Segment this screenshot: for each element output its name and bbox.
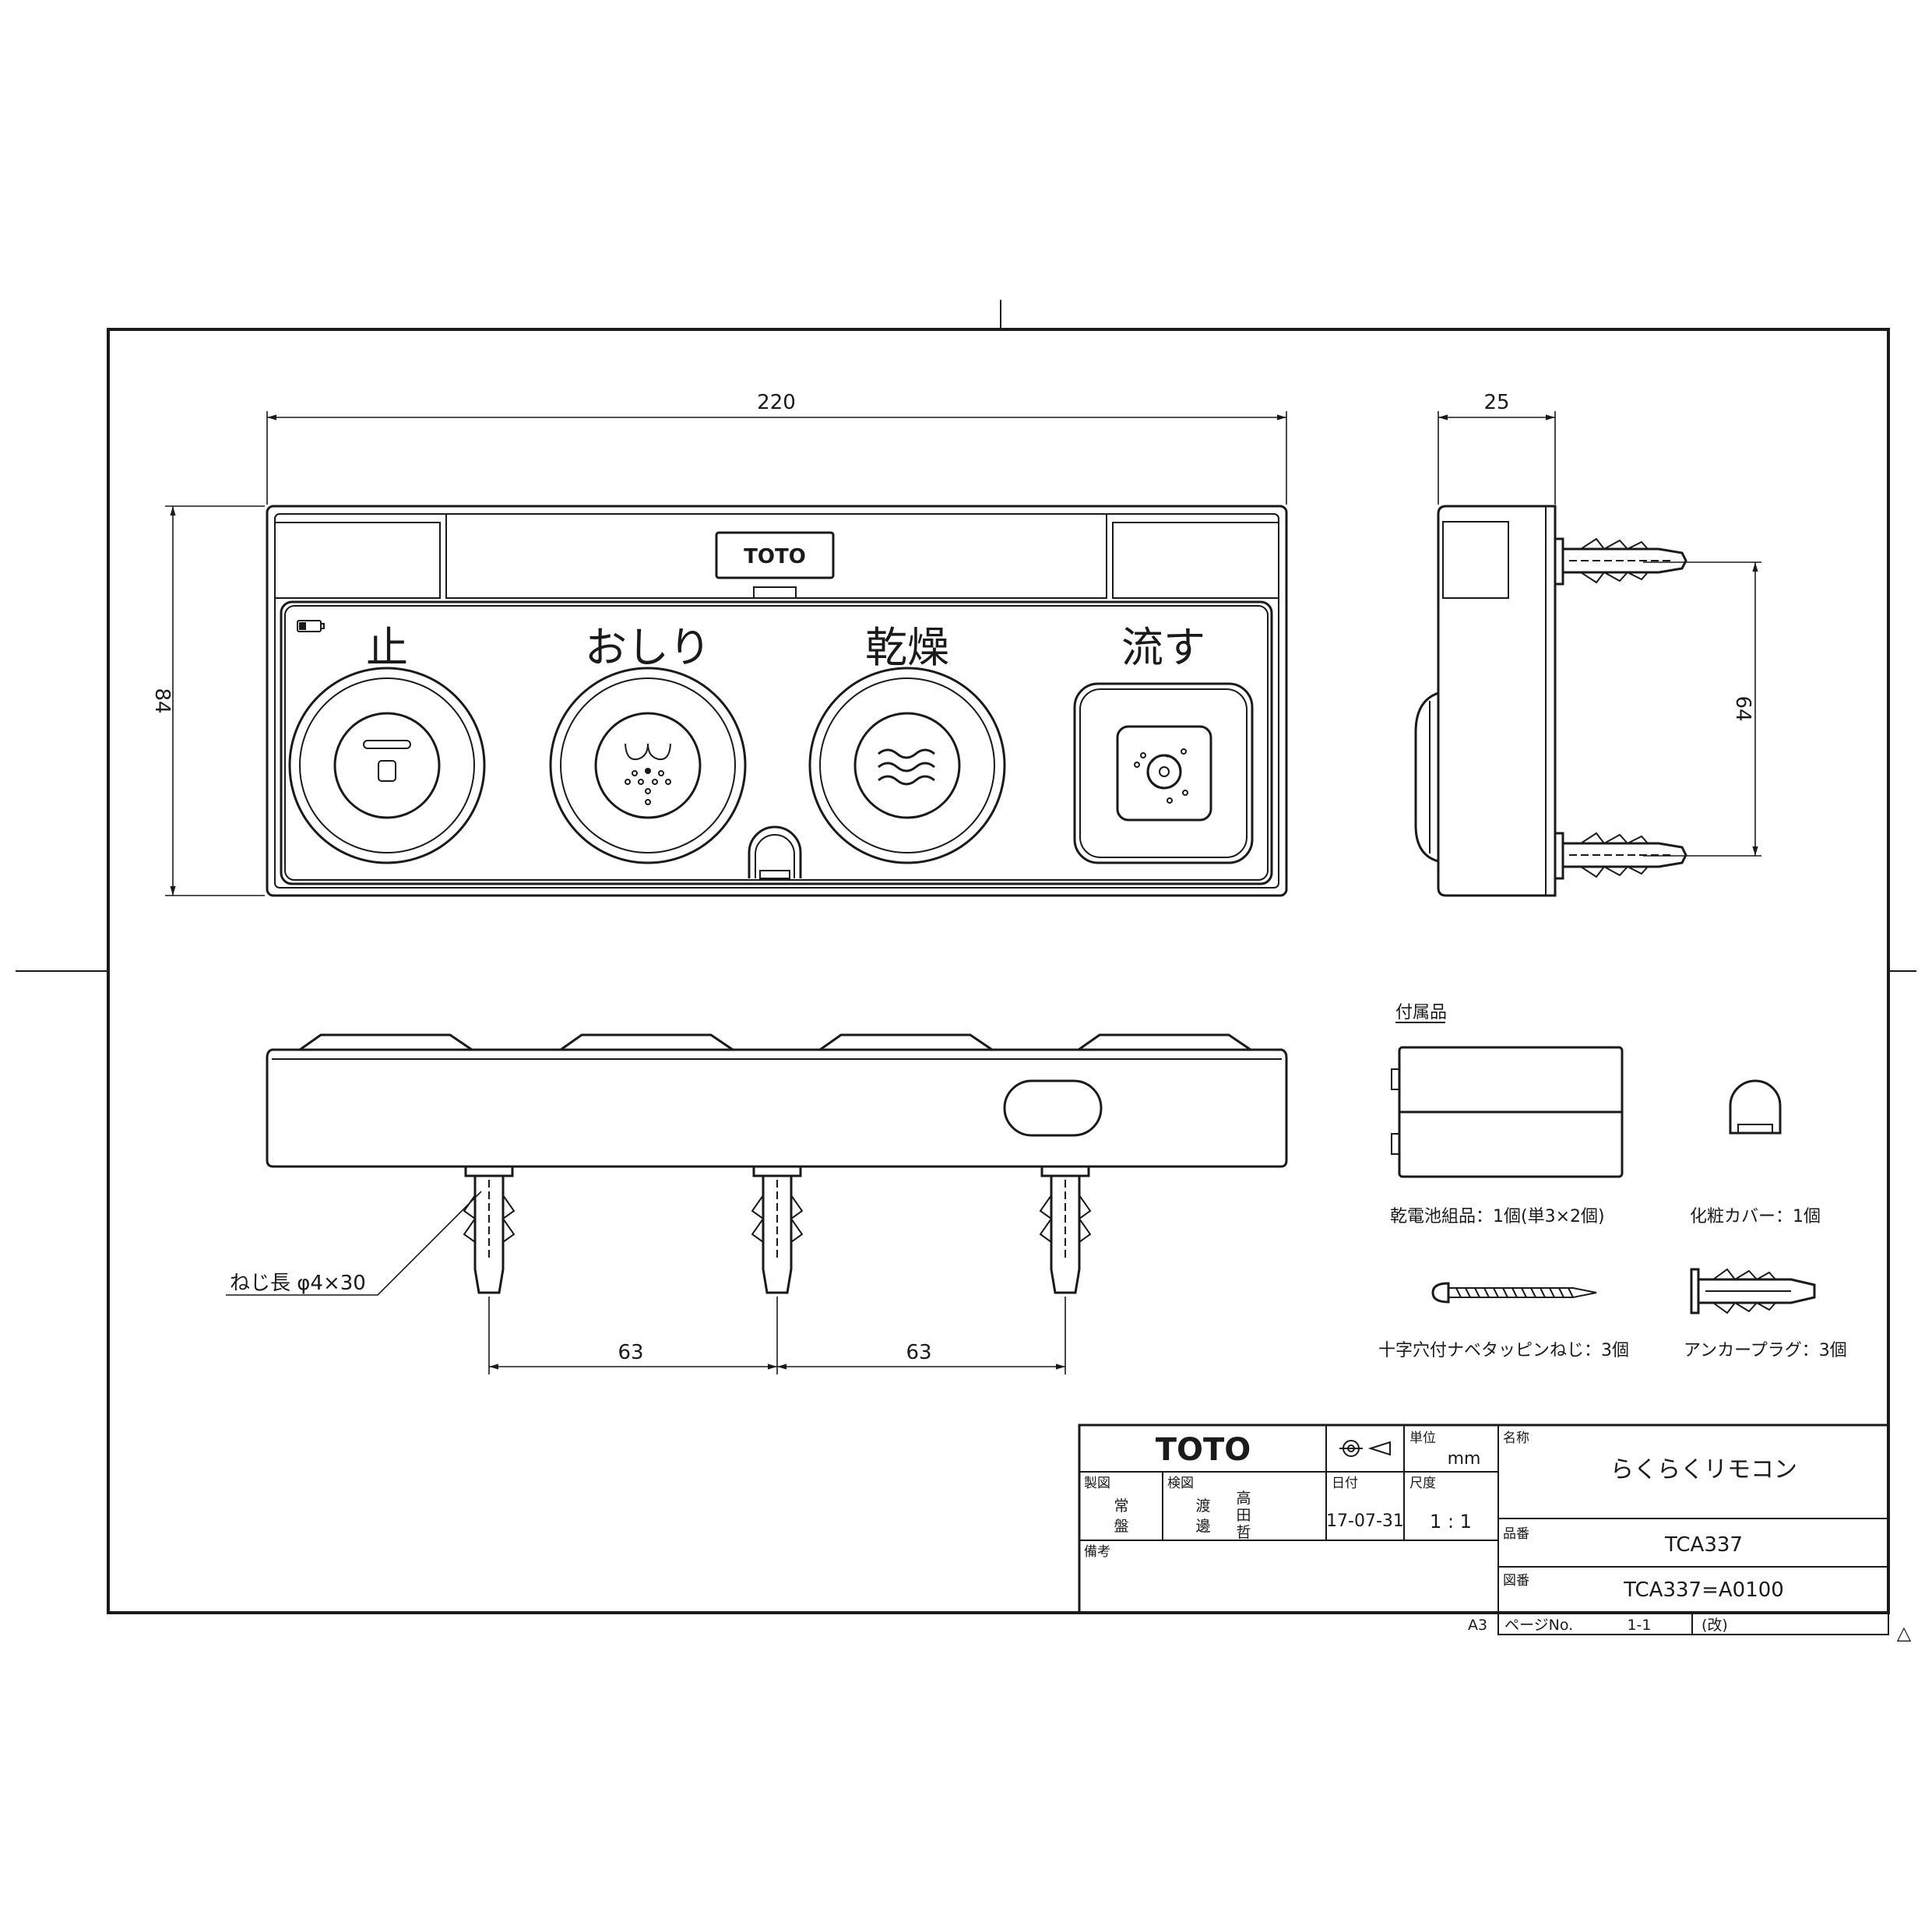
bottom-view: ねじ長 φ4×30 63 63 xyxy=(226,1033,1288,1374)
bidet-spray-icon xyxy=(625,743,671,805)
flush-button[interactable] xyxy=(1073,682,1254,864)
revision-mark: △ xyxy=(1897,1622,1912,1644)
flush-swirl-icon xyxy=(1134,748,1188,804)
front-view: 220 84 TOTO 止 おしり 乾燥 流す xyxy=(150,391,1288,897)
anchor-plug-accessory xyxy=(1690,1268,1816,1314)
page-number: 1-1 xyxy=(1627,1617,1651,1634)
pitch-dim-right: 63 xyxy=(906,1341,931,1364)
side-view: 25 64 xyxy=(1414,391,1761,897)
battery-pack xyxy=(1391,1046,1624,1178)
stop-button-label: 止 xyxy=(366,623,408,672)
title-block: TOTO 単位 mm 名称 らくらくリモコン 製図 常 盤 検図 渡 邊 高 田… xyxy=(1078,1423,1912,1644)
height-dim-label: 84 xyxy=(150,688,174,713)
tapping-screw-label: 十字穴付ナベタッピンねじ：3個 xyxy=(1378,1341,1629,1360)
decorative-cover xyxy=(1729,1079,1782,1135)
checked-by-2c: 哲 xyxy=(1236,1524,1251,1541)
stop-button[interactable] xyxy=(288,667,486,864)
unit-label: 単位 xyxy=(1409,1431,1436,1446)
scale-value: 1 : 1 xyxy=(1430,1511,1472,1533)
depth-dim-label: 25 xyxy=(1483,391,1509,414)
accessories-heading: 付属品 xyxy=(1395,1003,1447,1022)
drawing-number: TCA337=A0100 xyxy=(1623,1578,1784,1602)
drawn-label: 製図 xyxy=(1084,1476,1110,1491)
bottom-anchor-plug-1 xyxy=(463,1165,516,1294)
stop-icon xyxy=(363,740,411,782)
bidet-button[interactable] xyxy=(549,667,747,864)
part-number: TCA337 xyxy=(1664,1533,1743,1557)
battery-indicator-icon xyxy=(297,620,325,632)
bottom-anchor-plug-3 xyxy=(1039,1165,1092,1294)
page-label: ページNo. xyxy=(1504,1617,1573,1634)
name-label: 名称 xyxy=(1503,1431,1529,1446)
drawn-by-1: 常 xyxy=(1114,1497,1128,1515)
depth-dimension: 25 xyxy=(1438,391,1556,505)
paper-size: A3 xyxy=(1468,1617,1487,1634)
pitch-dim-label: 64 xyxy=(1731,695,1754,721)
dry-button[interactable] xyxy=(808,667,1006,864)
checked-by-1b: 邊 xyxy=(1195,1518,1210,1535)
checked-label: 検図 xyxy=(1167,1476,1194,1491)
pitch-dim-left: 63 xyxy=(618,1341,643,1364)
remarks-label: 備考 xyxy=(1084,1544,1110,1560)
front-logo: TOTO xyxy=(744,545,806,568)
anchor-plug-label: アンカープラグ：3個 xyxy=(1684,1341,1847,1360)
part-label: 品番 xyxy=(1503,1526,1529,1542)
bidet-button-label: おしり xyxy=(585,623,711,672)
side-anchor-plug-lower xyxy=(1554,832,1687,880)
screw-length-label: ねじ長 φ4×30 xyxy=(230,1272,366,1295)
checked-by-2b: 田 xyxy=(1236,1507,1251,1524)
pitch-dimension: 64 xyxy=(1643,561,1761,857)
warm-air-icon xyxy=(878,748,935,786)
title-block-logo: TOTO xyxy=(1156,1432,1251,1468)
tapping-screw xyxy=(1431,1282,1597,1304)
width-dim-label: 220 xyxy=(757,391,796,414)
decorative-cover-label: 化粧カバー：1個 xyxy=(1690,1207,1821,1226)
bottom-anchor-plug-2 xyxy=(751,1165,804,1294)
date-value: 17-07-31 xyxy=(1326,1511,1404,1531)
date-label: 日付 xyxy=(1332,1476,1358,1491)
dry-button-label: 乾燥 xyxy=(865,623,949,672)
width-dimension: 220 xyxy=(266,391,1287,505)
revision-label: (改) xyxy=(1701,1617,1728,1634)
battery-pack-label: 乾電池組品：1個(単3×2個) xyxy=(1390,1207,1605,1226)
side-anchor-plug-upper xyxy=(1554,537,1687,586)
hanger-notch xyxy=(748,825,802,879)
flush-button-label: 流す xyxy=(1121,623,1205,672)
third-angle-projection-icon xyxy=(1339,1440,1391,1457)
drawn-by-2: 盤 xyxy=(1114,1518,1128,1535)
checked-by-1a: 渡 xyxy=(1195,1497,1210,1515)
accessories: 付属品 乾電池組品：1個(単3×2個) 化粧カバー：1個 十字穴付ナベタッピンね… xyxy=(1378,1003,1847,1360)
unit-value: mm xyxy=(1448,1449,1481,1469)
product-name: らくらくリモコン xyxy=(1610,1456,1797,1483)
scale-label: 尺度 xyxy=(1409,1476,1436,1491)
drawing-label: 図番 xyxy=(1503,1573,1529,1589)
height-dimension: 84 xyxy=(150,505,265,896)
sheet-frame xyxy=(16,300,1916,1614)
checked-by-2a: 高 xyxy=(1236,1490,1251,1507)
